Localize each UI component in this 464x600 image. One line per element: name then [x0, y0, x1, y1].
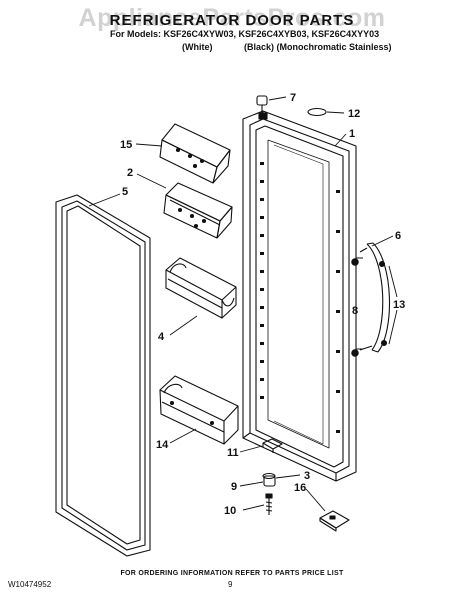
door-gasket: [55, 194, 151, 557]
hinge-screw: [265, 493, 273, 515]
finish-black-label: (Black) (Monochromatic Stainless): [244, 42, 392, 52]
callout-8: 8: [352, 305, 358, 317]
handle-end-caps: [378, 260, 388, 347]
door-handle: [359, 242, 390, 353]
door-bin-cover: [163, 182, 233, 239]
open-door-bin: [165, 257, 237, 319]
callout-4: 4: [158, 331, 165, 343]
document-number: W10474952: [8, 580, 52, 589]
upper-door-bin: [159, 123, 231, 184]
callout-3: 3: [304, 470, 310, 482]
handle-screws: [351, 258, 359, 357]
hinge-cam: [262, 472, 276, 487]
callout-15: 15: [120, 139, 132, 151]
leader-lines: [88, 96, 398, 512]
watermark: AppliancePartsPros.com: [78, 4, 386, 32]
ordering-note: FOR ORDERING INFORMATION REFER TO PARTS …: [120, 570, 344, 577]
door-bin-clips: [260, 162, 340, 433]
callout-2: 2: [127, 167, 133, 179]
hinge-bushing: [256, 95, 268, 120]
callout-16: 16: [294, 482, 306, 494]
callout-1: 1: [349, 128, 355, 140]
callout-11: 11: [227, 447, 239, 459]
callout-10: 10: [224, 505, 236, 517]
callout-6: 6: [395, 230, 401, 242]
callout-7: 7: [290, 92, 296, 104]
page-title: REFRIGERATOR DOOR PARTS: [109, 12, 355, 29]
lower-hinge-bracket: [262, 438, 283, 453]
callout-9: 9: [231, 481, 237, 493]
callout-12: 12: [348, 108, 360, 120]
lower-door-bin: [159, 375, 239, 445]
callout-5: 5: [122, 186, 128, 198]
finish-white-label: (White): [182, 42, 213, 52]
callout-13: 13: [393, 299, 405, 311]
door-seal-ring: [307, 107, 327, 117]
model-list: For Models: KSF26C4XYW03, KSF26C4XYB03, …: [110, 29, 380, 39]
callout-14: 14: [156, 439, 169, 451]
page-number: 9: [228, 580, 233, 589]
door-stop-bracket: [319, 510, 350, 532]
door-assembly: [242, 110, 357, 482]
